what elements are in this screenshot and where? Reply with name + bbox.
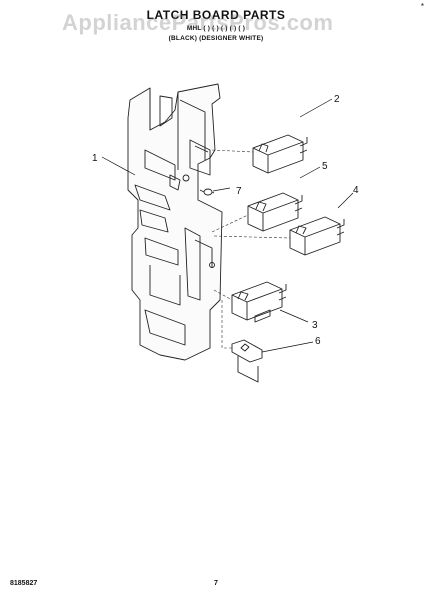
callout-2: 2 bbox=[334, 94, 340, 105]
callout-7: 7 bbox=[236, 186, 242, 197]
callout-6: 6 bbox=[315, 336, 321, 347]
part-number: 8185827 bbox=[10, 580, 38, 587]
callout-4: 4 bbox=[353, 185, 359, 196]
switch-part-5 bbox=[247, 192, 303, 232]
callout-3: 3 bbox=[312, 320, 318, 331]
corner-mark: * bbox=[420, 2, 424, 11]
switch-part-2 bbox=[252, 134, 308, 174]
screw-part-7 bbox=[199, 188, 215, 196]
color-variants: (BLACK) (DESIGNER WHITE) bbox=[168, 35, 264, 42]
leader-lines bbox=[101, 98, 354, 353]
latch-board bbox=[127, 83, 223, 361]
callout-5: 5 bbox=[322, 161, 328, 172]
alignment-lines bbox=[211, 149, 291, 349]
page-title: LATCH BOARD PARTS bbox=[146, 8, 286, 22]
page-number: 7 bbox=[214, 580, 218, 587]
switch-part-4 bbox=[289, 216, 345, 256]
callout-1: 1 bbox=[92, 153, 98, 164]
model-numbers: MHL ( ) ( ) ( ) ( ) ( ) bbox=[186, 25, 246, 32]
switch-part-3 bbox=[231, 281, 287, 323]
actuator-part-6 bbox=[231, 339, 263, 383]
